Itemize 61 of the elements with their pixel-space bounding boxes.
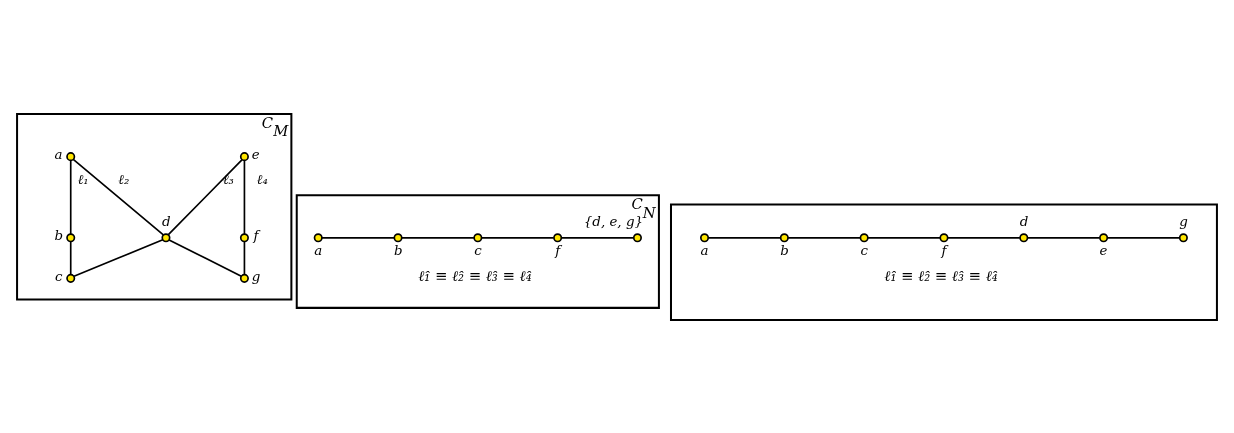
- node-circle: [779, 232, 789, 242]
- node-label: e: [1099, 242, 1108, 258]
- connector: [707, 236, 782, 239]
- connector: [72, 158, 165, 236]
- node-circle: [66, 151, 76, 161]
- node-label: a: [314, 242, 323, 258]
- connector: [787, 236, 862, 239]
- node-circle: [393, 232, 403, 242]
- node-label: b: [780, 242, 789, 258]
- node-label: g: [1179, 213, 1188, 229]
- node-label: d: [1019, 213, 1029, 229]
- node-circle: [1019, 232, 1029, 242]
- node-circle: [66, 273, 76, 283]
- node-label: a: [700, 242, 709, 258]
- connector: [867, 236, 941, 239]
- node-circle: [1178, 232, 1188, 242]
- node-label: e: [251, 146, 260, 162]
- connector: [243, 159, 246, 235]
- node-label: c: [54, 268, 63, 284]
- connector: [167, 158, 243, 235]
- node-circle: [66, 232, 76, 242]
- edge-label: ℓ₄: [256, 171, 268, 187]
- connector: [1106, 236, 1181, 239]
- node-label: f: [941, 242, 947, 258]
- label: ℓ̂₁ ≡ ℓ̂₂ ≡ ℓ̂₃ ≡ ℓ̂₄: [884, 266, 998, 284]
- node-label: a: [54, 146, 63, 162]
- node-circle: [313, 232, 323, 242]
- node-circle: [700, 232, 710, 242]
- connector: [321, 236, 395, 239]
- node-circle: [859, 232, 869, 242]
- edge-label: ℓ₂: [118, 171, 130, 187]
- node-circle: [632, 232, 642, 242]
- connector: [560, 236, 635, 239]
- node-label: b: [54, 227, 64, 243]
- connector: [243, 240, 246, 275]
- node-circle: [239, 232, 249, 242]
- connector: [69, 240, 72, 275]
- node-circle: [553, 232, 563, 242]
- connector: [1026, 236, 1101, 239]
- node-circle: [939, 232, 949, 242]
- node-circle: [161, 232, 171, 242]
- node-circle: [1099, 232, 1109, 242]
- connector: [946, 236, 1021, 239]
- node-circle: [473, 232, 483, 242]
- node-label: g: [251, 268, 261, 284]
- node-label: b: [393, 242, 403, 258]
- node-label: d: [161, 213, 171, 229]
- node-label: c: [860, 242, 868, 258]
- node-circle: [239, 151, 249, 161]
- connector: [168, 238, 243, 277]
- edge-label: ℓ₁: [77, 171, 89, 187]
- node-label: {d, e, g}: [583, 213, 643, 229]
- connector: [69, 159, 72, 235]
- connector: [480, 236, 555, 239]
- node-label: c: [474, 242, 482, 258]
- connector: [73, 238, 164, 277]
- label: ℓ̂₁ ≡ ℓ̂₂ ≡ ℓ̂₃ ≡ ℓ̂₄: [418, 266, 532, 284]
- connector: [400, 236, 475, 239]
- node-label: f: [253, 227, 259, 243]
- node-circle: [239, 273, 249, 283]
- node-label: f: [555, 242, 561, 258]
